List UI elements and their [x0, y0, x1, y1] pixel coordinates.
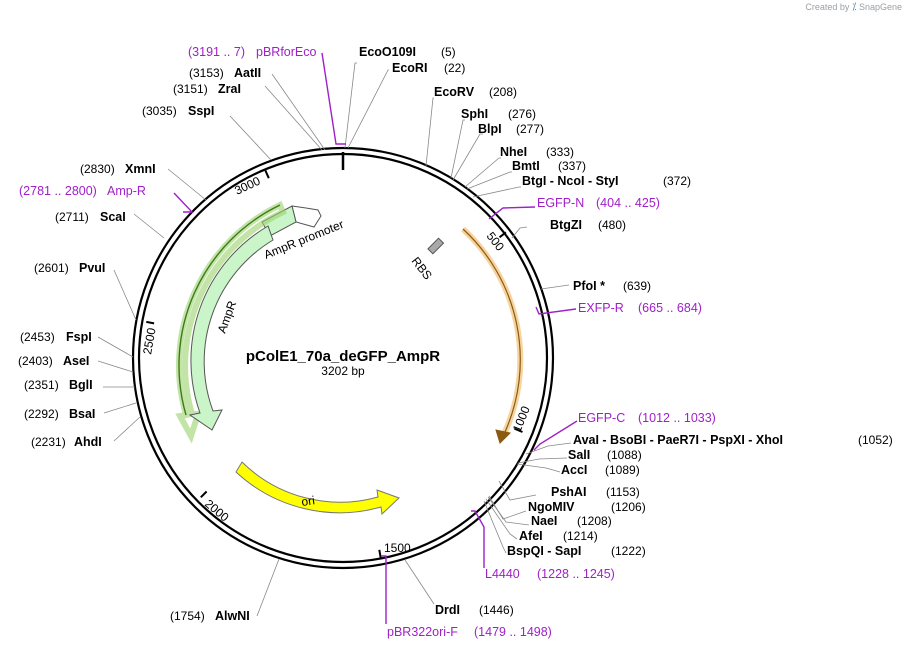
- enzyme-position: (2231): [31, 435, 66, 449]
- enzyme-name: BlpI: [478, 122, 502, 136]
- enzyme-position: (1754): [170, 609, 205, 623]
- enzyme-position: (337): [558, 159, 586, 173]
- enzyme-position: (480): [598, 218, 626, 232]
- primer-range: (1479 .. 1498): [474, 625, 552, 639]
- enzyme-name: PfoI *: [573, 279, 605, 293]
- enzyme-position: (1206): [611, 500, 646, 514]
- enzyme-name: PvuI: [79, 261, 105, 275]
- enzyme-name: SalI: [568, 448, 590, 462]
- primer-name: EXFP-R: [578, 301, 624, 315]
- enzyme-position: (372): [663, 174, 691, 188]
- ampr-label: AmpR: [215, 299, 240, 335]
- primer-range: (2781 .. 2800): [19, 184, 97, 198]
- enzyme-name: BtgZI: [550, 218, 582, 232]
- primer-range: (1228 .. 1245): [537, 567, 615, 581]
- enzyme-position: (1089): [605, 463, 640, 477]
- enzyme-name: PshAI: [551, 485, 586, 499]
- primer-name: Amp-R: [107, 184, 146, 198]
- enzyme-leader-lines: [97, 62, 572, 617]
- enzyme-position: (208): [489, 85, 517, 99]
- enzyme-position: (1088): [607, 448, 642, 462]
- enzyme-position: (5): [441, 45, 456, 59]
- enzyme-name: EcoO109I: [359, 45, 416, 59]
- enzyme-position: (2830): [80, 162, 115, 176]
- primer-markers: [173, 52, 578, 624]
- primer-range: (1012 .. 1033): [638, 411, 716, 425]
- enzyme-name: AatII: [234, 66, 261, 80]
- enzyme-name: ZraI: [218, 82, 241, 96]
- ori-feature[interactable]: ori: [235, 461, 400, 516]
- enzyme-labels: EcoO109I (5) EcoRI (22) EcoRV (208) SphI…: [18, 45, 893, 623]
- enzyme-position: (2351): [24, 378, 59, 392]
- orange-feature-arrow[interactable]: [460, 226, 524, 444]
- enzyme-position: (1153): [606, 485, 640, 499]
- enzyme-position: (2453): [20, 330, 55, 344]
- enzyme-name: AlwNI: [215, 609, 250, 623]
- primer-name: EGFP-C: [578, 411, 625, 425]
- enzyme-position: (2403): [18, 354, 53, 368]
- primer-range: (404 .. 425): [596, 196, 660, 210]
- enzyme-position: (1446): [479, 603, 514, 617]
- tick-label-1500: 1500: [384, 541, 411, 555]
- enzyme-position: (3153): [189, 66, 224, 80]
- credit-brand: SnapGene: [858, 2, 902, 12]
- tick-label-2500: 2500: [140, 326, 158, 355]
- enzyme-name: BmtI: [512, 159, 540, 173]
- enzyme-position: (1222): [611, 544, 646, 558]
- enzyme-position: (2292): [24, 407, 59, 421]
- enzyme-name: FspI: [66, 330, 92, 344]
- plasmid-size: 3202 bp: [321, 364, 365, 378]
- primer-name: pBRforEco: [256, 45, 316, 59]
- enzyme-name: NgoMIV: [528, 500, 575, 514]
- enzyme-name: DrdI: [435, 603, 460, 617]
- rbs-feature[interactable]: RBS: [409, 237, 445, 282]
- credit-prefix: Created by: [805, 2, 850, 12]
- enzyme-name: BtgI - NcoI - StyI: [522, 174, 619, 188]
- primer-name: pBR322ori-F: [387, 625, 458, 639]
- enzyme-name: XmnI: [125, 162, 156, 176]
- enzyme-name: NheI: [500, 145, 527, 159]
- enzyme-position: (3151): [173, 82, 208, 96]
- enzyme-position: (22): [444, 61, 465, 75]
- enzyme-position: (277): [516, 122, 544, 136]
- enzyme-name: NaeI: [531, 514, 557, 528]
- enzyme-name: ScaI: [100, 210, 126, 224]
- enzyme-position: (3035): [142, 104, 177, 118]
- primer-range: (3191 .. 7): [188, 45, 245, 59]
- primer-range: (665 .. 684): [638, 301, 702, 315]
- snapgene-logo-icon: ⁒: [851, 2, 857, 13]
- enzyme-name: EcoRV: [434, 85, 475, 99]
- enzyme-position: (333): [546, 145, 574, 159]
- enzyme-name: AseI: [63, 354, 89, 368]
- enzyme-name: AhdI: [74, 435, 102, 449]
- ampr-feature[interactable]: AmpR: [175, 200, 287, 444]
- enzyme-name: AccI: [561, 463, 587, 477]
- primer-name: L4440: [485, 567, 520, 581]
- enzyme-name: BglI: [69, 378, 93, 392]
- enzyme-name: SphI: [461, 107, 488, 121]
- enzyme-name: EcoRI: [392, 61, 427, 75]
- primer-name: EGFP-N: [537, 196, 584, 210]
- enzyme-position: (1052): [858, 433, 893, 447]
- enzyme-position: (2711): [55, 210, 89, 224]
- primer-labels: (3191 .. 7) pBRforEco EGFP-N (404 .. 425…: [19, 45, 716, 639]
- plasmid-name: pColE1_70a_deGFP_AmpR: [246, 348, 440, 365]
- plasmid-backbone: [131, 146, 555, 570]
- enzyme-name: AvaI - BsoBI - PaeR7I - PspXI - XhoI: [573, 433, 783, 447]
- enzyme-position: (2601): [34, 261, 69, 275]
- rbs-label: RBS: [409, 254, 435, 282]
- enzyme-name: BsaI: [69, 407, 95, 421]
- tick-label-2000: 2000: [202, 497, 232, 525]
- enzyme-name: BspQI - SapI: [507, 544, 581, 558]
- ori-label: ori: [300, 493, 315, 509]
- snapgene-credit: Created by ⁒ SnapGene: [805, 2, 902, 13]
- enzyme-name: AfeI: [519, 529, 543, 543]
- enzyme-position: (276): [508, 107, 536, 121]
- enzyme-position: (1214): [563, 529, 598, 543]
- enzyme-name: SspI: [188, 104, 214, 118]
- enzyme-position: (1208): [577, 514, 612, 528]
- enzyme-position: (639): [623, 279, 651, 293]
